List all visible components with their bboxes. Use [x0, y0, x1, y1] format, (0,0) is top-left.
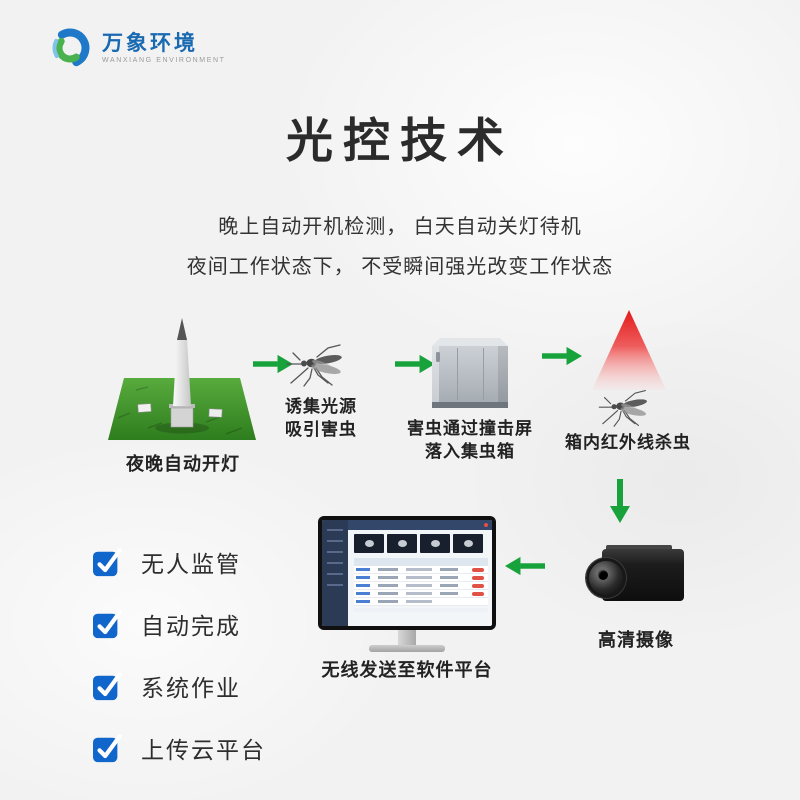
- logo-name: 万象环境: [102, 31, 198, 55]
- feature-label: 自动完成: [141, 613, 241, 639]
- monitor-stand-base: [369, 645, 445, 652]
- page-title: 光控技术: [286, 114, 514, 167]
- checkbox-checked-icon: [92, 609, 124, 639]
- mosquito-icon: [284, 342, 356, 388]
- table-row: [354, 598, 488, 606]
- step6-label: 无线发送至软件平台: [321, 660, 493, 680]
- step5-label: 高清摄像: [598, 630, 674, 650]
- camera-lens: [586, 558, 626, 598]
- insect-trap-box-image: [428, 332, 512, 412]
- night-lamp-image: [108, 316, 256, 444]
- checkbox-checked-icon: [92, 733, 124, 763]
- step1-label: 夜晚自动开灯: [126, 454, 240, 474]
- step3-label-line2: 落入集虫箱: [425, 442, 515, 461]
- arrow-right-icon: [541, 346, 583, 366]
- arrow-left-icon: [504, 556, 546, 576]
- feature-item: 无人监管: [92, 546, 241, 578]
- checkbox-checked-icon: [92, 671, 124, 701]
- intro-line-1: 晚上自动开机检测， 白天自动关灯待机: [218, 216, 582, 238]
- logo-icon: [46, 24, 94, 72]
- feature-label: 系统作业: [141, 675, 241, 701]
- camera-lens-core: [598, 570, 608, 580]
- app-topbar: [348, 520, 492, 530]
- red-light-beam-image: [592, 310, 666, 390]
- logo: 万象环境 WANXIANG ENVIRONMENT: [46, 24, 226, 72]
- video-thumbnail: [453, 534, 483, 553]
- monitor-stand-neck: [398, 630, 416, 646]
- logo-text: 万象环境 WANXIANG ENVIRONMENT: [102, 32, 226, 64]
- step4-label: 箱内红外线杀虫: [565, 433, 691, 452]
- video-thumbnail: [420, 534, 450, 553]
- checkbox-checked-icon: [92, 547, 124, 577]
- feature-item: 自动完成: [92, 608, 241, 640]
- intro-line-2: 夜间工作状态下， 不受瞬间强光改变工作状态: [186, 256, 614, 278]
- app-sidebar: [322, 520, 348, 626]
- table-footer: [354, 608, 488, 612]
- video-thumbnail: [354, 534, 384, 553]
- logo-tagline: WANXIANG ENVIRONMENT: [102, 57, 226, 65]
- table-row: [354, 566, 488, 574]
- mosquito-icon: [596, 388, 660, 428]
- feature-item: 系统作业: [92, 670, 241, 702]
- monitor-screen: [322, 520, 492, 626]
- table-row: [354, 574, 488, 582]
- table-header: [354, 558, 488, 566]
- feature-label: 无人监管: [141, 551, 241, 577]
- step2-label-line2: 吸引害虫: [285, 420, 357, 439]
- table-row: [354, 582, 488, 590]
- table-row: [354, 590, 488, 598]
- feature-item: 上传云平台: [92, 732, 266, 764]
- step2-label-line1: 诱集光源: [285, 397, 357, 416]
- video-thumbnail: [387, 534, 417, 553]
- arrow-down-icon: [609, 479, 631, 523]
- monitor-image: [318, 516, 496, 630]
- step3-label-line1: 害虫通过撞击屏: [407, 419, 533, 438]
- feature-label: 上传云平台: [141, 737, 266, 763]
- camera-top-detail: [606, 545, 672, 552]
